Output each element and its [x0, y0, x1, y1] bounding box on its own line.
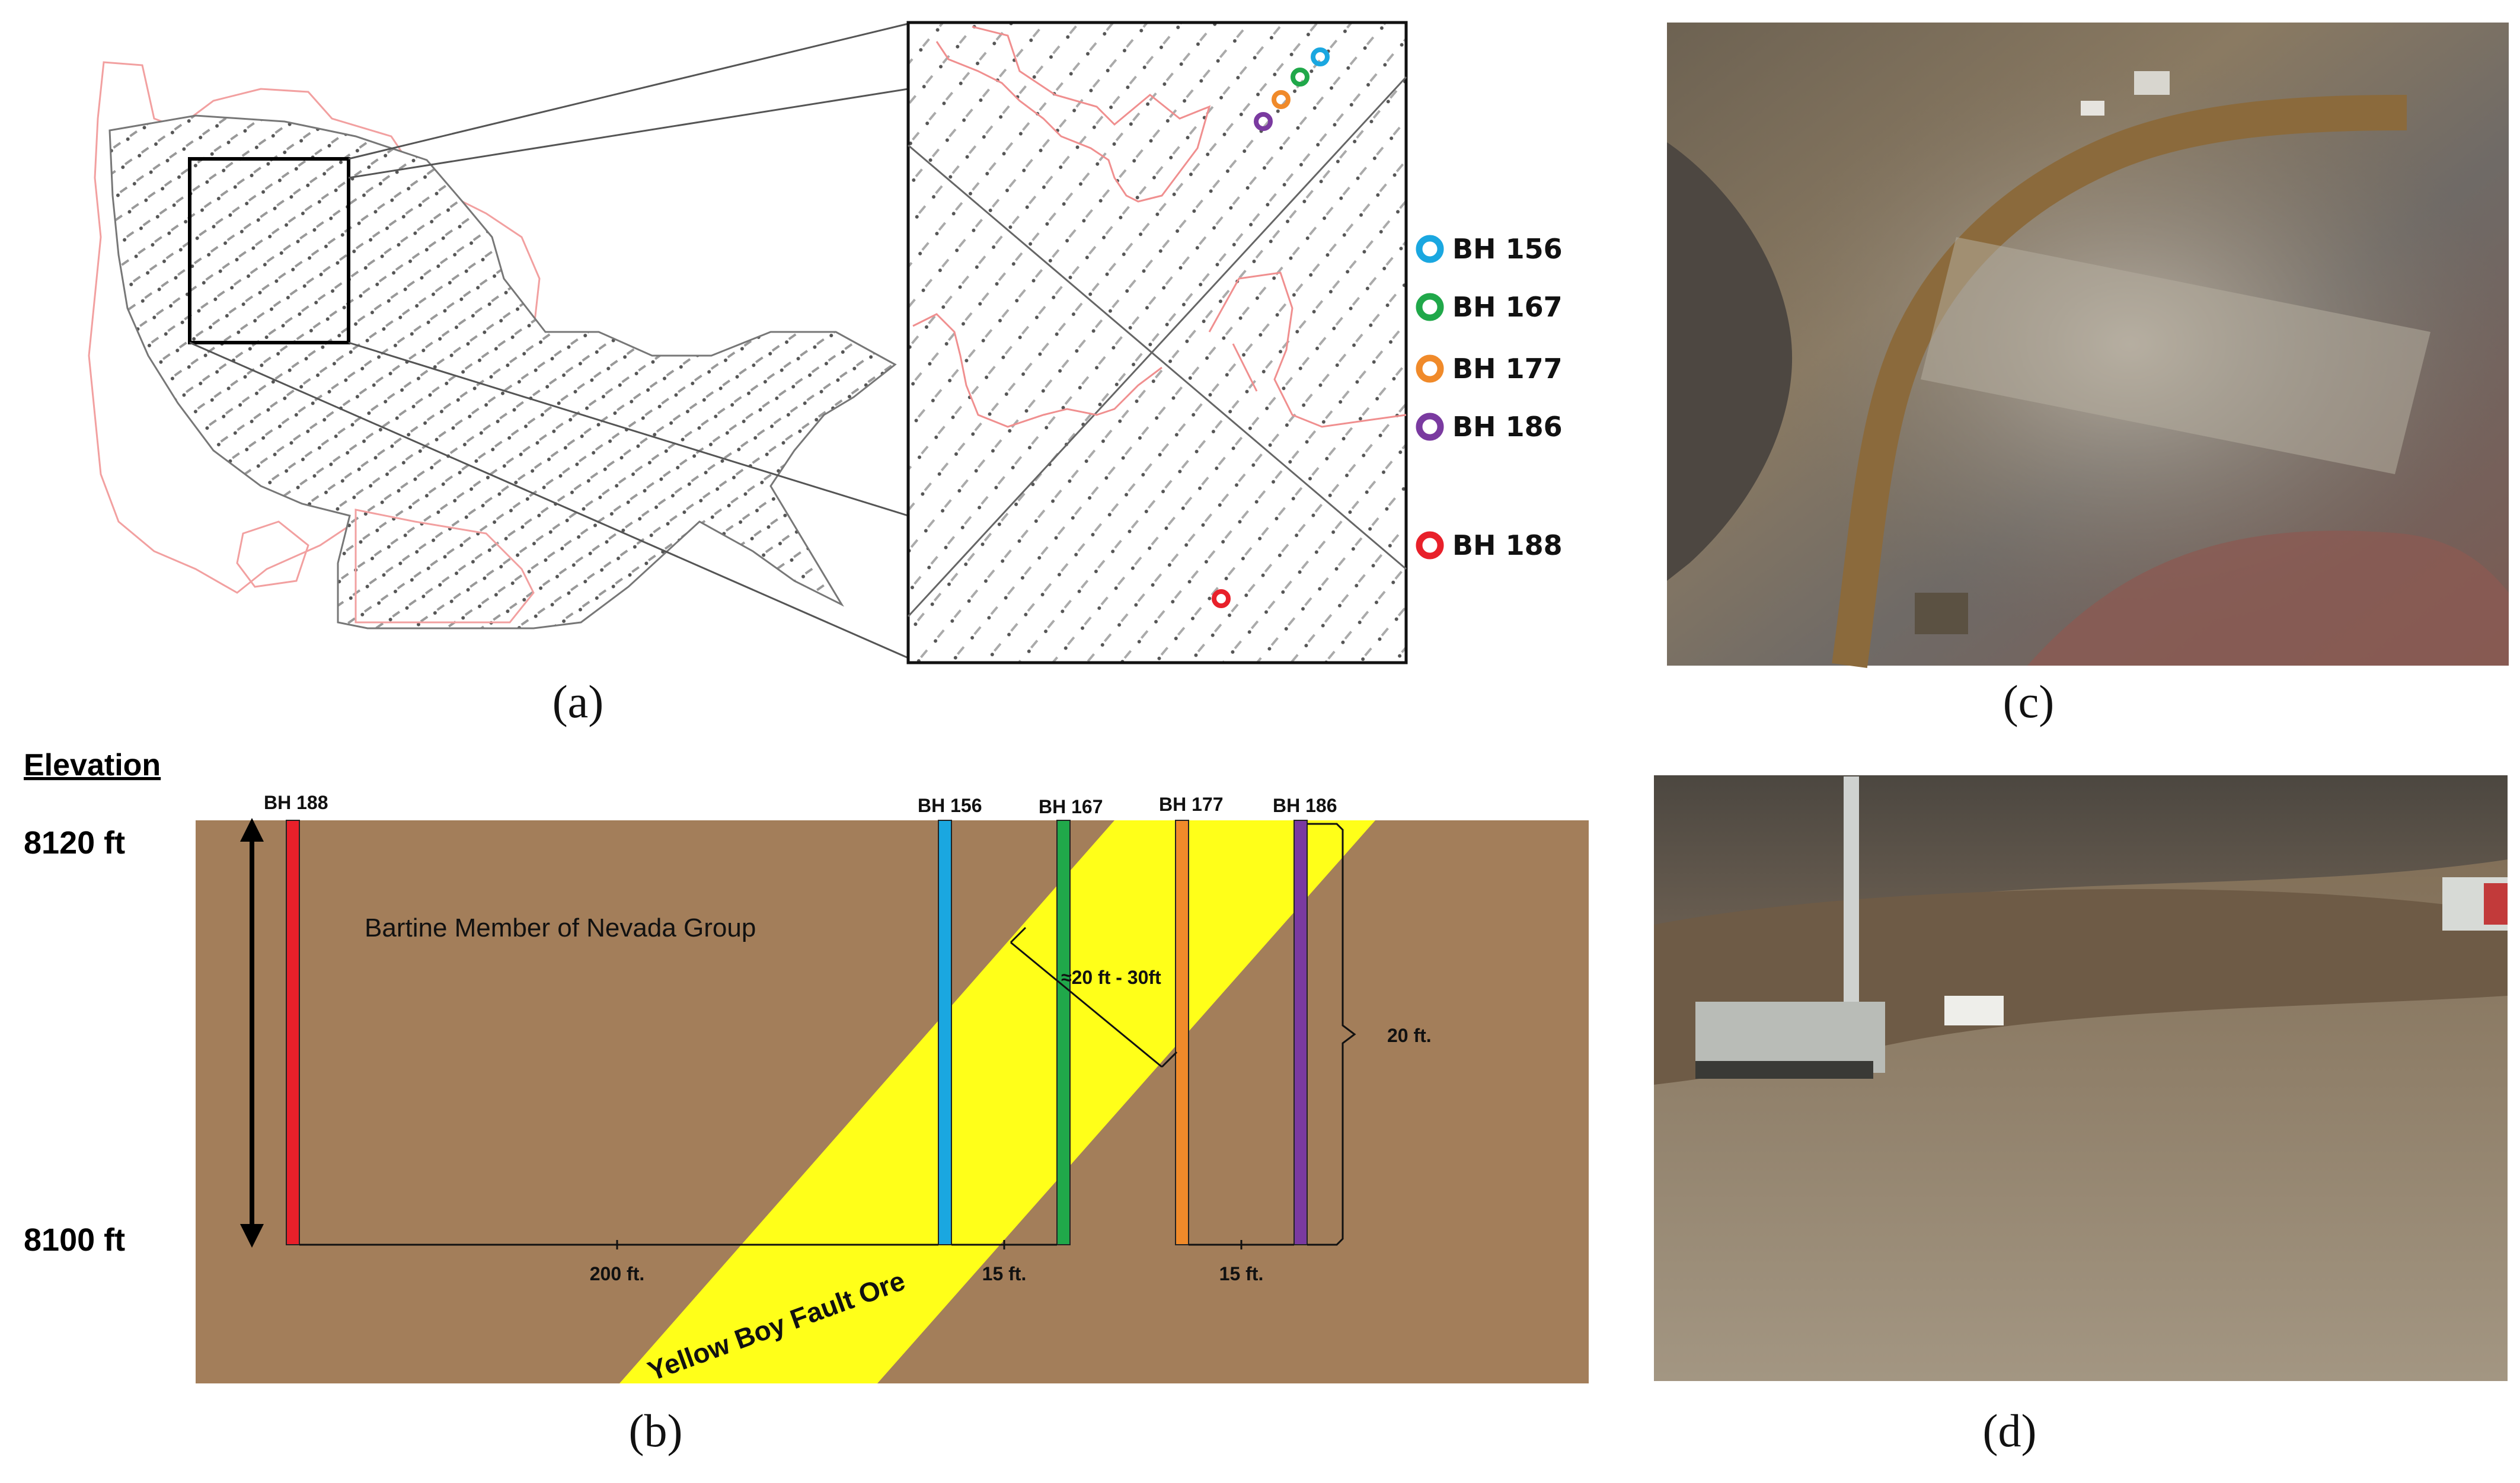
elevation-bottom-label: 8100 ft — [24, 1222, 125, 1258]
panel-a-map — [88, 23, 909, 659]
height-bracket — [1307, 823, 1356, 1246]
inset-marker-bh188 — [1212, 589, 1231, 608]
borehole-bh186: BH 186 — [1273, 795, 1337, 1245]
panel-a-inset-map — [906, 21, 1408, 664]
borehole-label: BH 167 — [1039, 796, 1103, 817]
panel-label-b: (b) — [629, 1405, 683, 1456]
panel-label-c: (c) — [2003, 676, 2055, 727]
panel-label-a: (a) — [552, 676, 604, 727]
inset-marker-bh186 — [1254, 112, 1273, 131]
borehole-bh167: BH 167 — [1039, 796, 1103, 1245]
borehole-legend: BH 156 BH 167 BH 177 BH 186 BH 188 — [1416, 233, 1563, 561]
inset-marker-bh167 — [1291, 68, 1309, 87]
legend-label: BH 156 — [1452, 233, 1563, 265]
inset-marker-bh177 — [1272, 90, 1291, 109]
legend-item-bh156: BH 156 — [1416, 233, 1563, 265]
legend-label: BH 186 — [1452, 411, 1563, 443]
spacing-label-200ft: 200 ft. — [590, 1263, 644, 1284]
legend-item-bh188: BH 188 — [1416, 529, 1563, 561]
legend-label: BH 167 — [1452, 291, 1563, 323]
excavator-icon — [1915, 593, 1968, 634]
legend-ring-icon — [1416, 354, 1444, 383]
legend-item-bh167: BH 167 — [1416, 291, 1563, 323]
legend-ring-icon — [1416, 235, 1444, 263]
legend-item-bh177: BH 177 — [1416, 353, 1563, 385]
elevation-top-label: 8120 ft — [24, 825, 125, 861]
legend-label: BH 177 — [1452, 353, 1563, 385]
truck-icon — [2081, 101, 2104, 116]
spacing-label-15ft: 15 ft. — [982, 1263, 1027, 1284]
panel-c-aerial-photo — [1667, 23, 2509, 668]
borehole-bh156: BH 156 — [918, 795, 982, 1245]
legend-ring-icon — [1416, 531, 1444, 560]
spacing-label-15ft-2: 15 ft. — [1219, 1263, 1264, 1284]
rock-unit-label: Bartine Member of Nevada Group — [365, 913, 756, 942]
legend-item-bh186: BH 186 — [1416, 411, 1563, 443]
panel-d-drill-photo — [1654, 775, 2508, 1381]
legend-ring-icon — [1416, 293, 1444, 321]
legend-ring-icon — [1416, 413, 1444, 441]
truck-icon — [2134, 71, 2170, 95]
zoom-selection-box — [188, 157, 350, 344]
pickup-truck-icon — [1944, 996, 2004, 1025]
fault-width-label: ≈20 ft - 30ft — [1061, 967, 1161, 988]
panel-b-cross-section: Elevation 8120 ft 8100 ft BH 188 BH 156 … — [24, 748, 1589, 1386]
inset-marker-bh156 — [1311, 47, 1330, 66]
panel-label-d: (d) — [1983, 1405, 2037, 1456]
arrow-up-icon — [240, 818, 264, 842]
borehole-bh188: BH 188 — [264, 792, 328, 1245]
borehole-label: BH 156 — [918, 795, 982, 816]
section-heading: Elevation — [24, 748, 161, 782]
fault-width-line — [1010, 941, 1162, 1068]
borehole-label: BH 177 — [1159, 794, 1224, 815]
arrow-down-icon — [240, 1224, 264, 1248]
borehole-bh177: BH 177 — [1159, 794, 1224, 1245]
height-dimension-label: 20 ft. — [1387, 1025, 1432, 1046]
borehole-label: BH 188 — [264, 792, 328, 813]
borehole-label: BH 186 — [1273, 795, 1337, 816]
legend-label: BH 188 — [1452, 529, 1563, 561]
